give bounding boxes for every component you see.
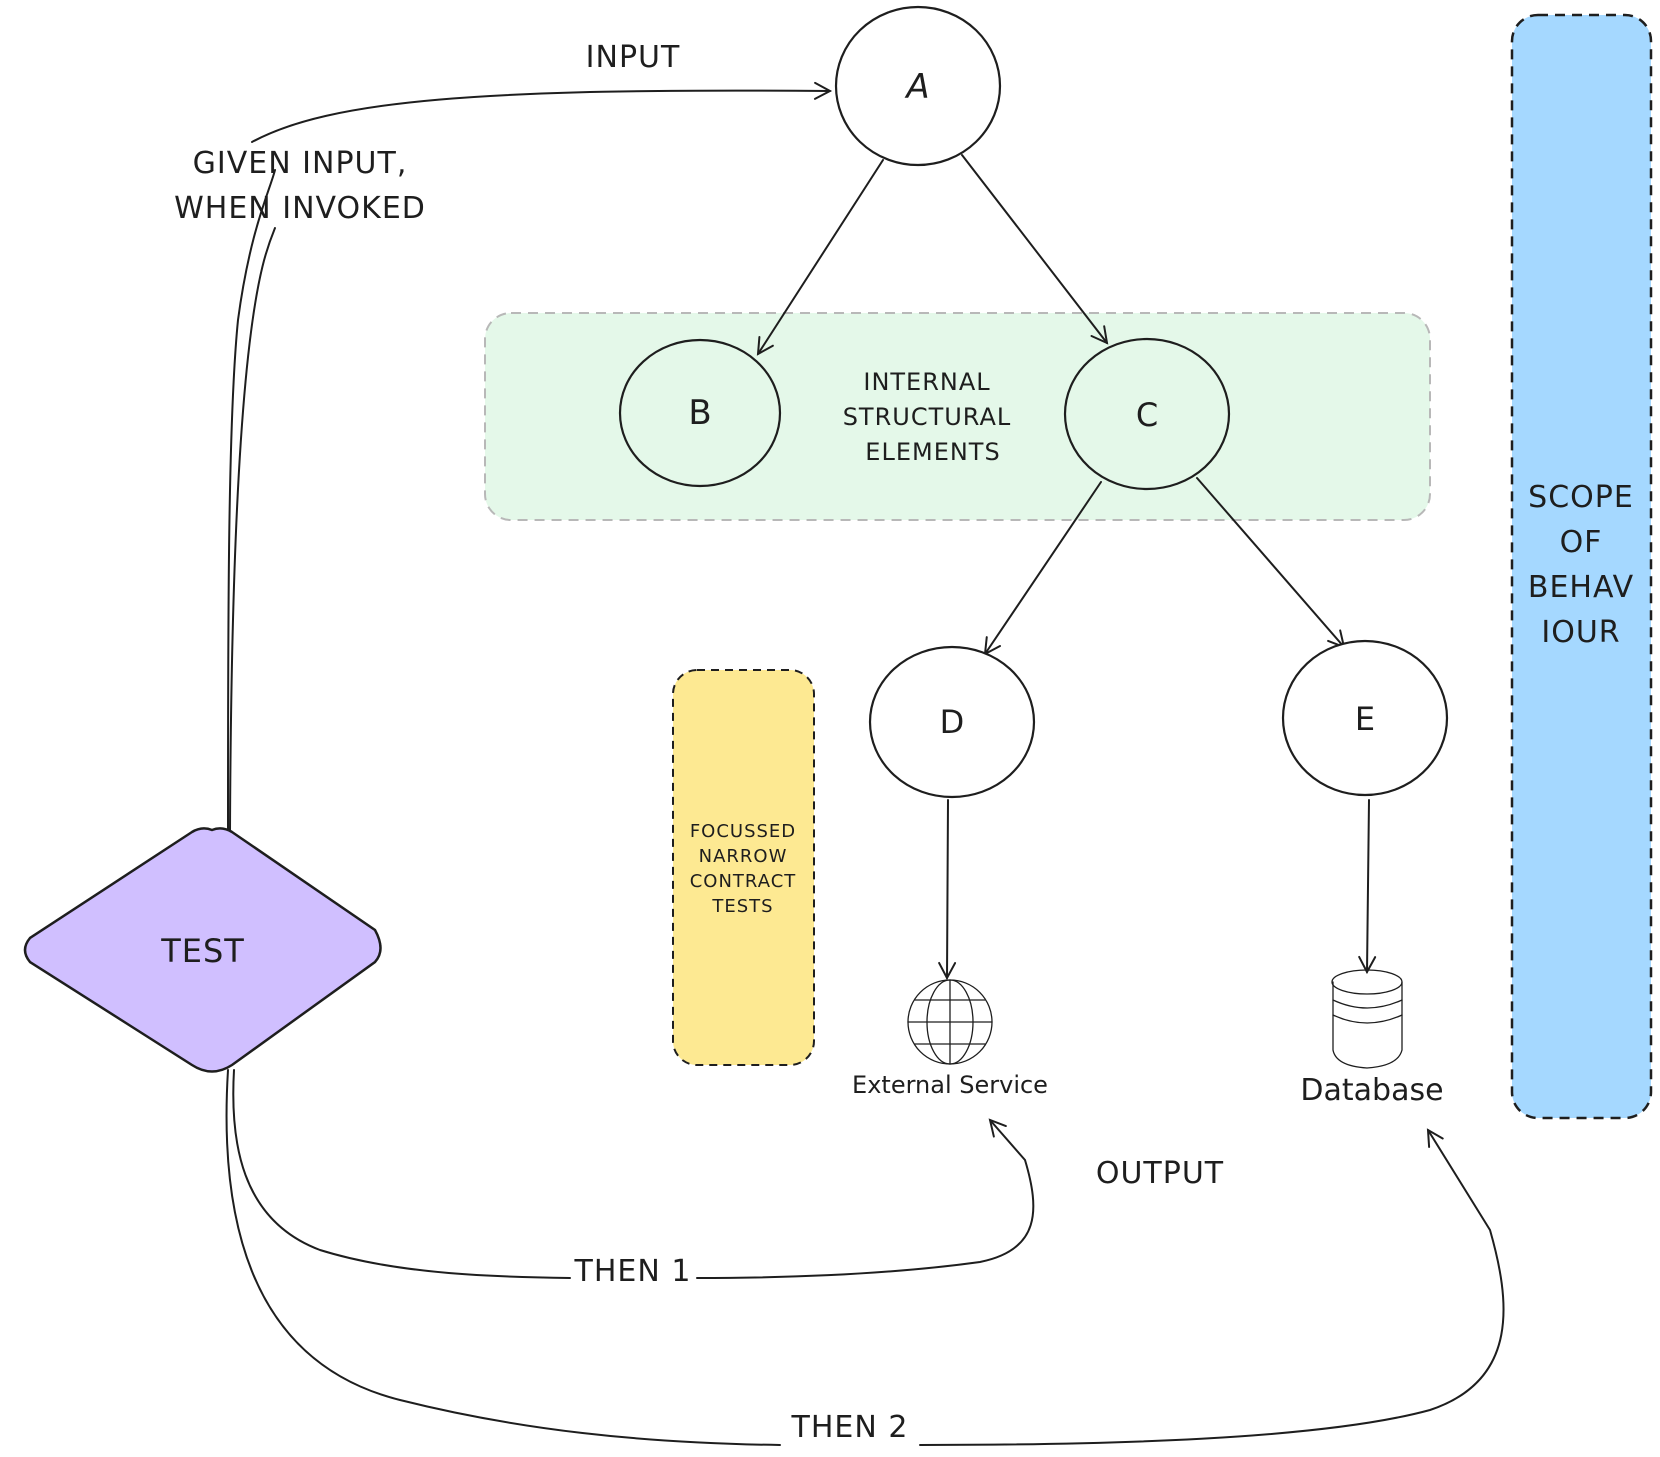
edge-a-to-b[interactable] bbox=[756, 159, 884, 356]
database-label: Database bbox=[1300, 1073, 1443, 1108]
contract-zone-label-line1: FOCUSSED bbox=[690, 821, 796, 842]
node-d[interactable]: D bbox=[868, 645, 1036, 799]
globe-icon bbox=[907, 979, 993, 1065]
given-label-line2: WHEN INVOKED bbox=[174, 191, 426, 226]
edge-e-to-database[interactable] bbox=[1358, 799, 1377, 975]
contract-zone-label-line2: NARROW bbox=[699, 846, 788, 867]
output-label: OUTPUT bbox=[1096, 1156, 1224, 1191]
node-c[interactable]: C bbox=[1063, 337, 1231, 491]
scope-of-behaviour-zone[interactable]: SCOPE OF BEHAV IOUR bbox=[1510, 13, 1653, 1120]
internal-zone-label-line1: INTERNAL bbox=[863, 368, 990, 396]
given-label-line1: GIVEN INPUT, bbox=[193, 146, 408, 181]
scope-zone-label-line2: OF bbox=[1560, 525, 1603, 560]
edge-c-to-d[interactable] bbox=[983, 481, 1102, 656]
then1-label: THEN 1 bbox=[574, 1254, 692, 1289]
scope-zone-label-line3: BEHAV bbox=[1528, 570, 1634, 605]
scope-zone-label-line4: IOUR bbox=[1541, 615, 1620, 650]
edges bbox=[225, 91, 1505, 1446]
node-c-label: C bbox=[1136, 396, 1158, 434]
external-service-label: External Service bbox=[852, 1071, 1048, 1099]
edge-c-to-e[interactable] bbox=[1196, 477, 1346, 649]
database-icon bbox=[1331, 969, 1403, 1069]
node-e[interactable]: E bbox=[1281, 639, 1449, 797]
node-a-label: A bbox=[904, 67, 929, 107]
edge-then1[interactable] bbox=[232, 1069, 1035, 1279]
external-service[interactable]: External Service bbox=[852, 979, 1048, 1099]
then2-label: THEN 2 bbox=[791, 1410, 909, 1445]
edge-test-to-a-upper bbox=[229, 227, 276, 833]
node-d-label: D bbox=[940, 703, 965, 741]
node-b-label: B bbox=[688, 393, 711, 433]
contract-tests-zone[interactable]: FOCUSSED NARROW CONTRACT TESTS bbox=[672, 669, 815, 1066]
test-diamond bbox=[23, 827, 382, 1073]
scope-zone-box bbox=[1510, 13, 1653, 1120]
contract-zone-label-line4: TESTS bbox=[711, 896, 773, 917]
node-a[interactable]: A bbox=[834, 5, 1002, 167]
scope-zone-label-line1: SCOPE bbox=[1528, 480, 1634, 515]
database[interactable]: Database bbox=[1300, 969, 1444, 1108]
contract-zone-label-line3: CONTRACT bbox=[690, 871, 797, 892]
edge-then2[interactable] bbox=[225, 1069, 1505, 1446]
internal-zone-label-line2: STRUCTURAL bbox=[843, 403, 1012, 431]
edge-a-to-c[interactable] bbox=[961, 154, 1109, 345]
node-b[interactable]: B bbox=[618, 338, 782, 488]
edge-d-to-service[interactable] bbox=[938, 799, 957, 981]
node-e-label: E bbox=[1355, 700, 1375, 738]
test-label: TEST bbox=[160, 932, 245, 970]
contract-tests-zone-box bbox=[672, 669, 815, 1066]
internal-zone-label-line3: ELEMENTS bbox=[865, 438, 1000, 466]
input-label: INPUT bbox=[586, 40, 681, 75]
test-node[interactable]: TEST bbox=[23, 827, 382, 1073]
edge-test-to-a[interactable] bbox=[227, 91, 830, 833]
